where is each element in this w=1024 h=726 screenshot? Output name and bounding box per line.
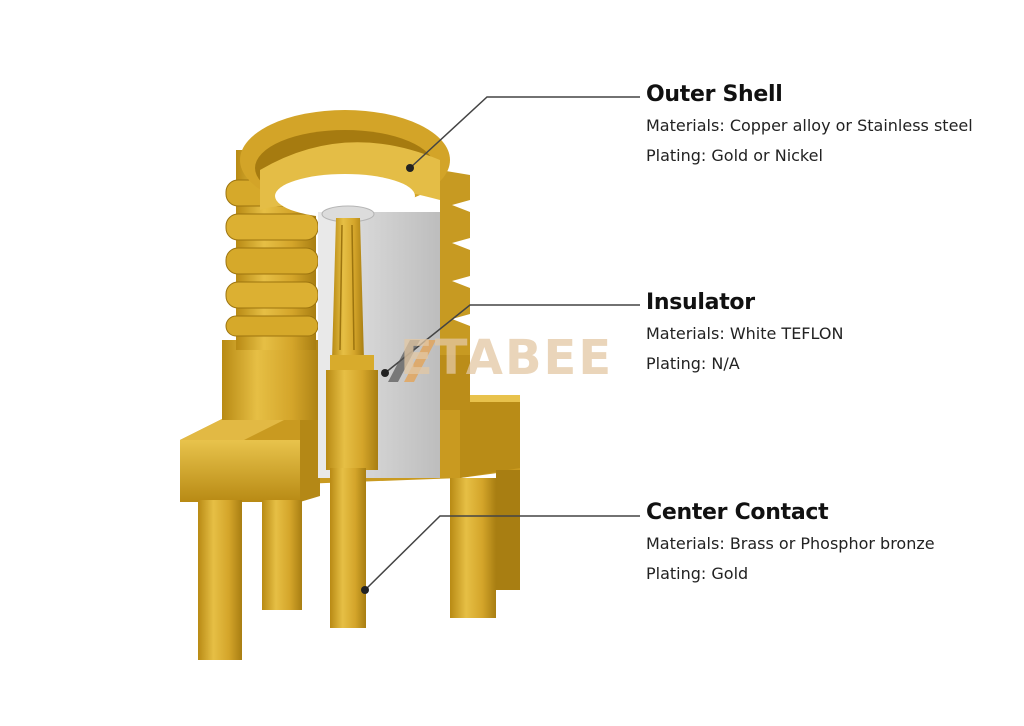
callout-materials: Materials: Copper alloy or Stainless ste… xyxy=(646,116,973,135)
outer-shell xyxy=(222,110,470,420)
callout-outer-shell: Outer Shell Materials: Copper alloy or S… xyxy=(646,82,973,175)
callout-title: Insulator xyxy=(646,290,755,315)
callout-title: Center Contact xyxy=(646,500,829,525)
callout-plating: Plating: Gold or Nickel xyxy=(646,146,823,165)
leader-dot-outer-shell xyxy=(406,164,414,172)
callout-plating: Plating: N/A xyxy=(646,354,740,373)
callout-title: Outer Shell xyxy=(646,82,783,107)
leader-line-center-contact xyxy=(364,515,640,591)
callout-plating: Plating: Gold xyxy=(646,564,749,583)
center-contact xyxy=(326,218,378,628)
watermark-text: ETABEE xyxy=(400,330,614,386)
callout-insulator: Insulator Materials: White TEFLON Platin… xyxy=(646,290,843,383)
leader-dot-insulator xyxy=(381,369,389,377)
leader-dot-center-contact xyxy=(361,586,369,594)
callout-materials: Materials: Brass or Phosphor bronze xyxy=(646,534,935,553)
callout-center-contact: Center Contact Materials: Brass or Phosp… xyxy=(646,500,935,593)
leader-line-outer-shell xyxy=(409,96,640,169)
callout-materials: Materials: White TEFLON xyxy=(646,324,844,343)
watermark-logo-mark xyxy=(388,340,436,382)
mounting-legs xyxy=(198,470,520,660)
